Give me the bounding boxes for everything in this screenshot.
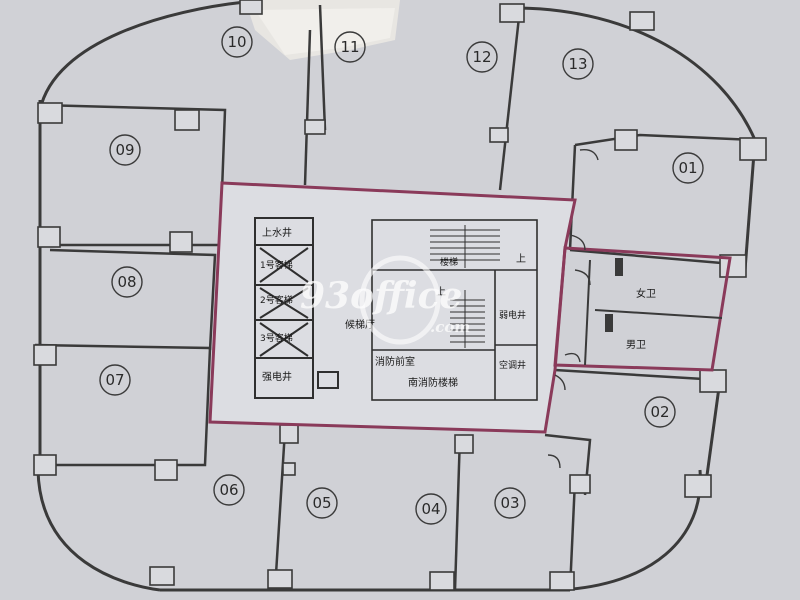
door-swings (547, 149, 599, 469)
south-fire-stair-label: 南消防楼梯 (408, 376, 458, 389)
unit-label-01: 01 (678, 159, 697, 177)
mens-restroom-label: 男卫 (626, 339, 646, 351)
restroom-block (553, 246, 732, 372)
stair-label: 楼梯 (440, 256, 458, 268)
elevator-1-label: 1号客梯 (260, 259, 293, 271)
unit-label-11: 11 (340, 38, 359, 56)
unit-label-10: 10 (227, 33, 246, 51)
weak-power-shaft-label: 弱电井 (499, 309, 526, 321)
watermark-sub: .com (430, 318, 470, 336)
up-arrow-label-2: 上 (436, 286, 446, 298)
stair-core (371, 219, 538, 401)
unit-label-08: 08 (117, 273, 136, 291)
stair-treads (430, 225, 500, 348)
womens-restroom-label: 女卫 (636, 287, 656, 300)
unit-label-13: 13 (568, 55, 587, 73)
unit-label-09: 09 (115, 141, 134, 159)
elevator-2-label: 2号客梯 (260, 294, 293, 306)
elevator-bank (254, 217, 339, 399)
watermark-main: 93office (300, 275, 462, 317)
unit-markers (99, 26, 704, 525)
fire-front-room-label: 消防前室 (375, 355, 415, 368)
water-shaft-label: 上水井 (262, 226, 292, 239)
unit-label-06: 06 (219, 481, 238, 499)
building-outline (36, 0, 757, 592)
watermark: 93office .com (300, 255, 470, 345)
columns (33, 0, 767, 591)
unit-label-07: 07 (105, 371, 124, 389)
unit-label-05: 05 (312, 494, 331, 512)
unit-label-12: 12 (472, 48, 491, 66)
power-shaft-label: 强电井 (262, 370, 292, 383)
unit-label-04: 04 (421, 500, 440, 518)
up-arrow-label-1: 上 (516, 253, 526, 265)
ac-shaft-label: 空调井 (499, 359, 526, 371)
unit-label-03: 03 (500, 494, 519, 512)
unit-label-02: 02 (650, 403, 669, 421)
elevator-3-label: 3号客梯 (260, 332, 293, 344)
